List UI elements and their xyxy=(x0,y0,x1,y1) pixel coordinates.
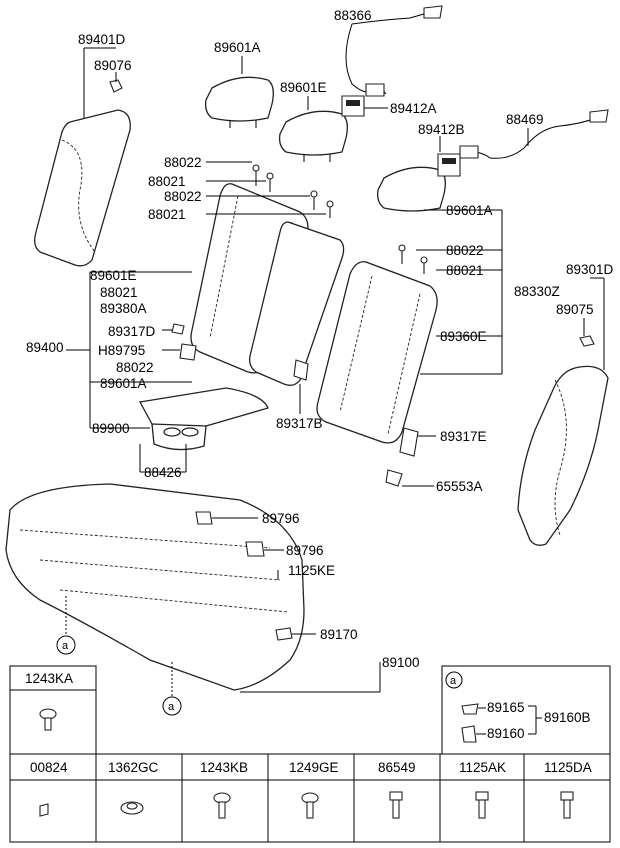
bolt-icon xyxy=(560,791,574,819)
table-top-cell-label: 1243KA xyxy=(25,671,73,686)
table-header-1: 00824 xyxy=(30,760,68,775)
label-89400: 89400 xyxy=(26,340,64,355)
armrest xyxy=(138,387,269,451)
label-88426: 88426 xyxy=(144,465,182,480)
label-88022-right: 88022 xyxy=(446,243,484,258)
table-header-3: 1243KB xyxy=(200,760,248,775)
table-header-5: 86549 xyxy=(378,760,416,775)
label-89317B: 89317B xyxy=(276,416,323,431)
screw-icon xyxy=(301,792,319,819)
table-header-4: 1249GE xyxy=(289,760,339,775)
svg-text:a: a xyxy=(168,701,175,713)
label-88330Z: 88330Z xyxy=(514,284,560,299)
leader-lines xyxy=(65,47,605,698)
label-89317E: 89317E xyxy=(440,429,487,444)
headrest-right xyxy=(376,166,446,212)
label-89601E-top: 89601E xyxy=(280,80,327,95)
reference-marker-a-1: a xyxy=(56,635,76,655)
label-88021-left: 88021 xyxy=(100,285,138,300)
hinge-bracket-left xyxy=(171,323,197,361)
bolt-icon xyxy=(389,791,403,819)
label-89601A-right: 89601A xyxy=(446,203,493,218)
label-89401D: 89401D xyxy=(78,32,126,47)
label-89412A: 89412A xyxy=(390,101,437,116)
label-89170: 89170 xyxy=(320,627,358,642)
label-89317D: 89317D xyxy=(108,324,156,339)
reference-marker-a-2: a xyxy=(162,696,182,716)
label-89412B: 89412B xyxy=(418,122,465,137)
switch-89412B xyxy=(437,153,461,177)
table-header-6: 1125AK xyxy=(459,760,506,775)
label-89601E-left: 89601E xyxy=(90,268,137,283)
label-88469: 88469 xyxy=(506,112,544,127)
screw-icon xyxy=(39,708,57,731)
pin-icon xyxy=(39,803,49,817)
label-89076: 89076 xyxy=(94,58,132,73)
label-H89795: H89795 xyxy=(98,343,145,358)
label-65553A: 65553A xyxy=(436,479,483,494)
label-88022-a: 88022 xyxy=(164,155,202,170)
label-88022-left: 88022 xyxy=(116,360,154,375)
label-88021-a: 88021 xyxy=(148,174,186,189)
label-88021-right: 88021 xyxy=(446,263,484,278)
right-side-back-cover xyxy=(517,335,609,546)
guide-fasteners xyxy=(252,164,428,274)
headrest-center xyxy=(278,110,348,162)
label-89075: 89075 xyxy=(556,302,594,317)
table-header-7: 1125DA xyxy=(544,760,592,775)
label-89796-a: 89796 xyxy=(262,511,300,526)
label-89601A-left: 89601A xyxy=(100,376,147,391)
label-1125KE: 1125KE xyxy=(288,563,335,578)
label-89100: 89100 xyxy=(382,655,420,670)
screw-icon xyxy=(213,792,231,819)
seat-cushion xyxy=(5,483,305,691)
label-89601A-top: 89601A xyxy=(214,40,261,55)
wire-harness-88469 xyxy=(459,109,609,159)
part-number-labels: 89401D 89076 89601A 88366 89601E 89412A … xyxy=(26,8,614,670)
label-89900: 89900 xyxy=(92,421,130,436)
headrest-left xyxy=(204,76,274,128)
switch-89412A xyxy=(341,95,365,117)
label-88366: 88366 xyxy=(334,8,372,23)
seat-back-center xyxy=(248,221,345,386)
fastener-table: 1243KA 00824 1362GC 1243KB 1249GE 86549 … xyxy=(9,665,611,843)
seat-back-right xyxy=(316,261,438,487)
bolt-icon xyxy=(475,791,489,819)
detail-label-89160: 89160 xyxy=(487,726,525,741)
detail-label-89160B: 89160B xyxy=(544,710,591,725)
detail-box-a: a 89165 89160 89160B xyxy=(441,665,611,755)
label-89380A: 89380A xyxy=(100,301,147,316)
label-89360E: 89360E xyxy=(440,329,487,344)
detail-ref-a: a xyxy=(450,675,457,687)
nut-icon xyxy=(120,801,144,815)
label-89301D: 89301D xyxy=(566,262,614,277)
table-header-2: 1362GC xyxy=(108,760,159,775)
label-88021-b: 88021 xyxy=(148,207,186,222)
label-89796-b: 89796 xyxy=(286,543,324,558)
label-88022-b: 88022 xyxy=(164,189,202,204)
detail-label-89165: 89165 xyxy=(487,700,525,715)
svg-text:a: a xyxy=(62,640,69,652)
wire-harness-88366 xyxy=(345,5,443,97)
left-side-back-cover xyxy=(34,79,131,267)
